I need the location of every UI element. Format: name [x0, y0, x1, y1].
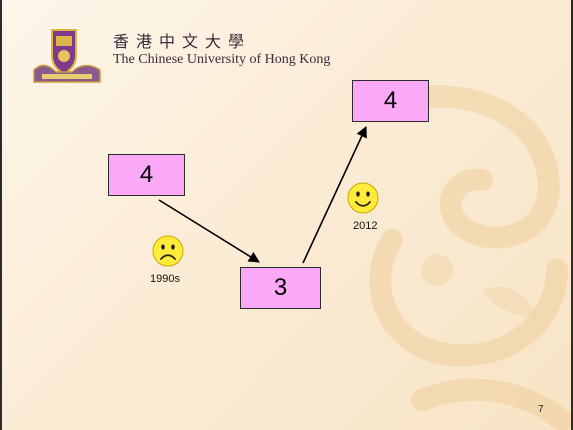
smiley-face-icon: [347, 182, 379, 214]
university-chinese-name: 香港中文大學: [113, 32, 252, 51]
university-crest-logo: [33, 29, 101, 83]
value-box-left: 4: [108, 154, 185, 196]
caption-1990s: 1990s: [150, 273, 180, 285]
page-number: 7: [538, 404, 544, 415]
value-box-middle: 3: [240, 267, 321, 309]
sad-face-icon: [152, 235, 184, 267]
value-box-right: 4: [352, 80, 429, 122]
university-english-name: The Chinese University of Hong Kong: [113, 52, 331, 67]
crest-watermark: [361, 85, 571, 430]
caption-2012: 2012: [353, 220, 378, 232]
